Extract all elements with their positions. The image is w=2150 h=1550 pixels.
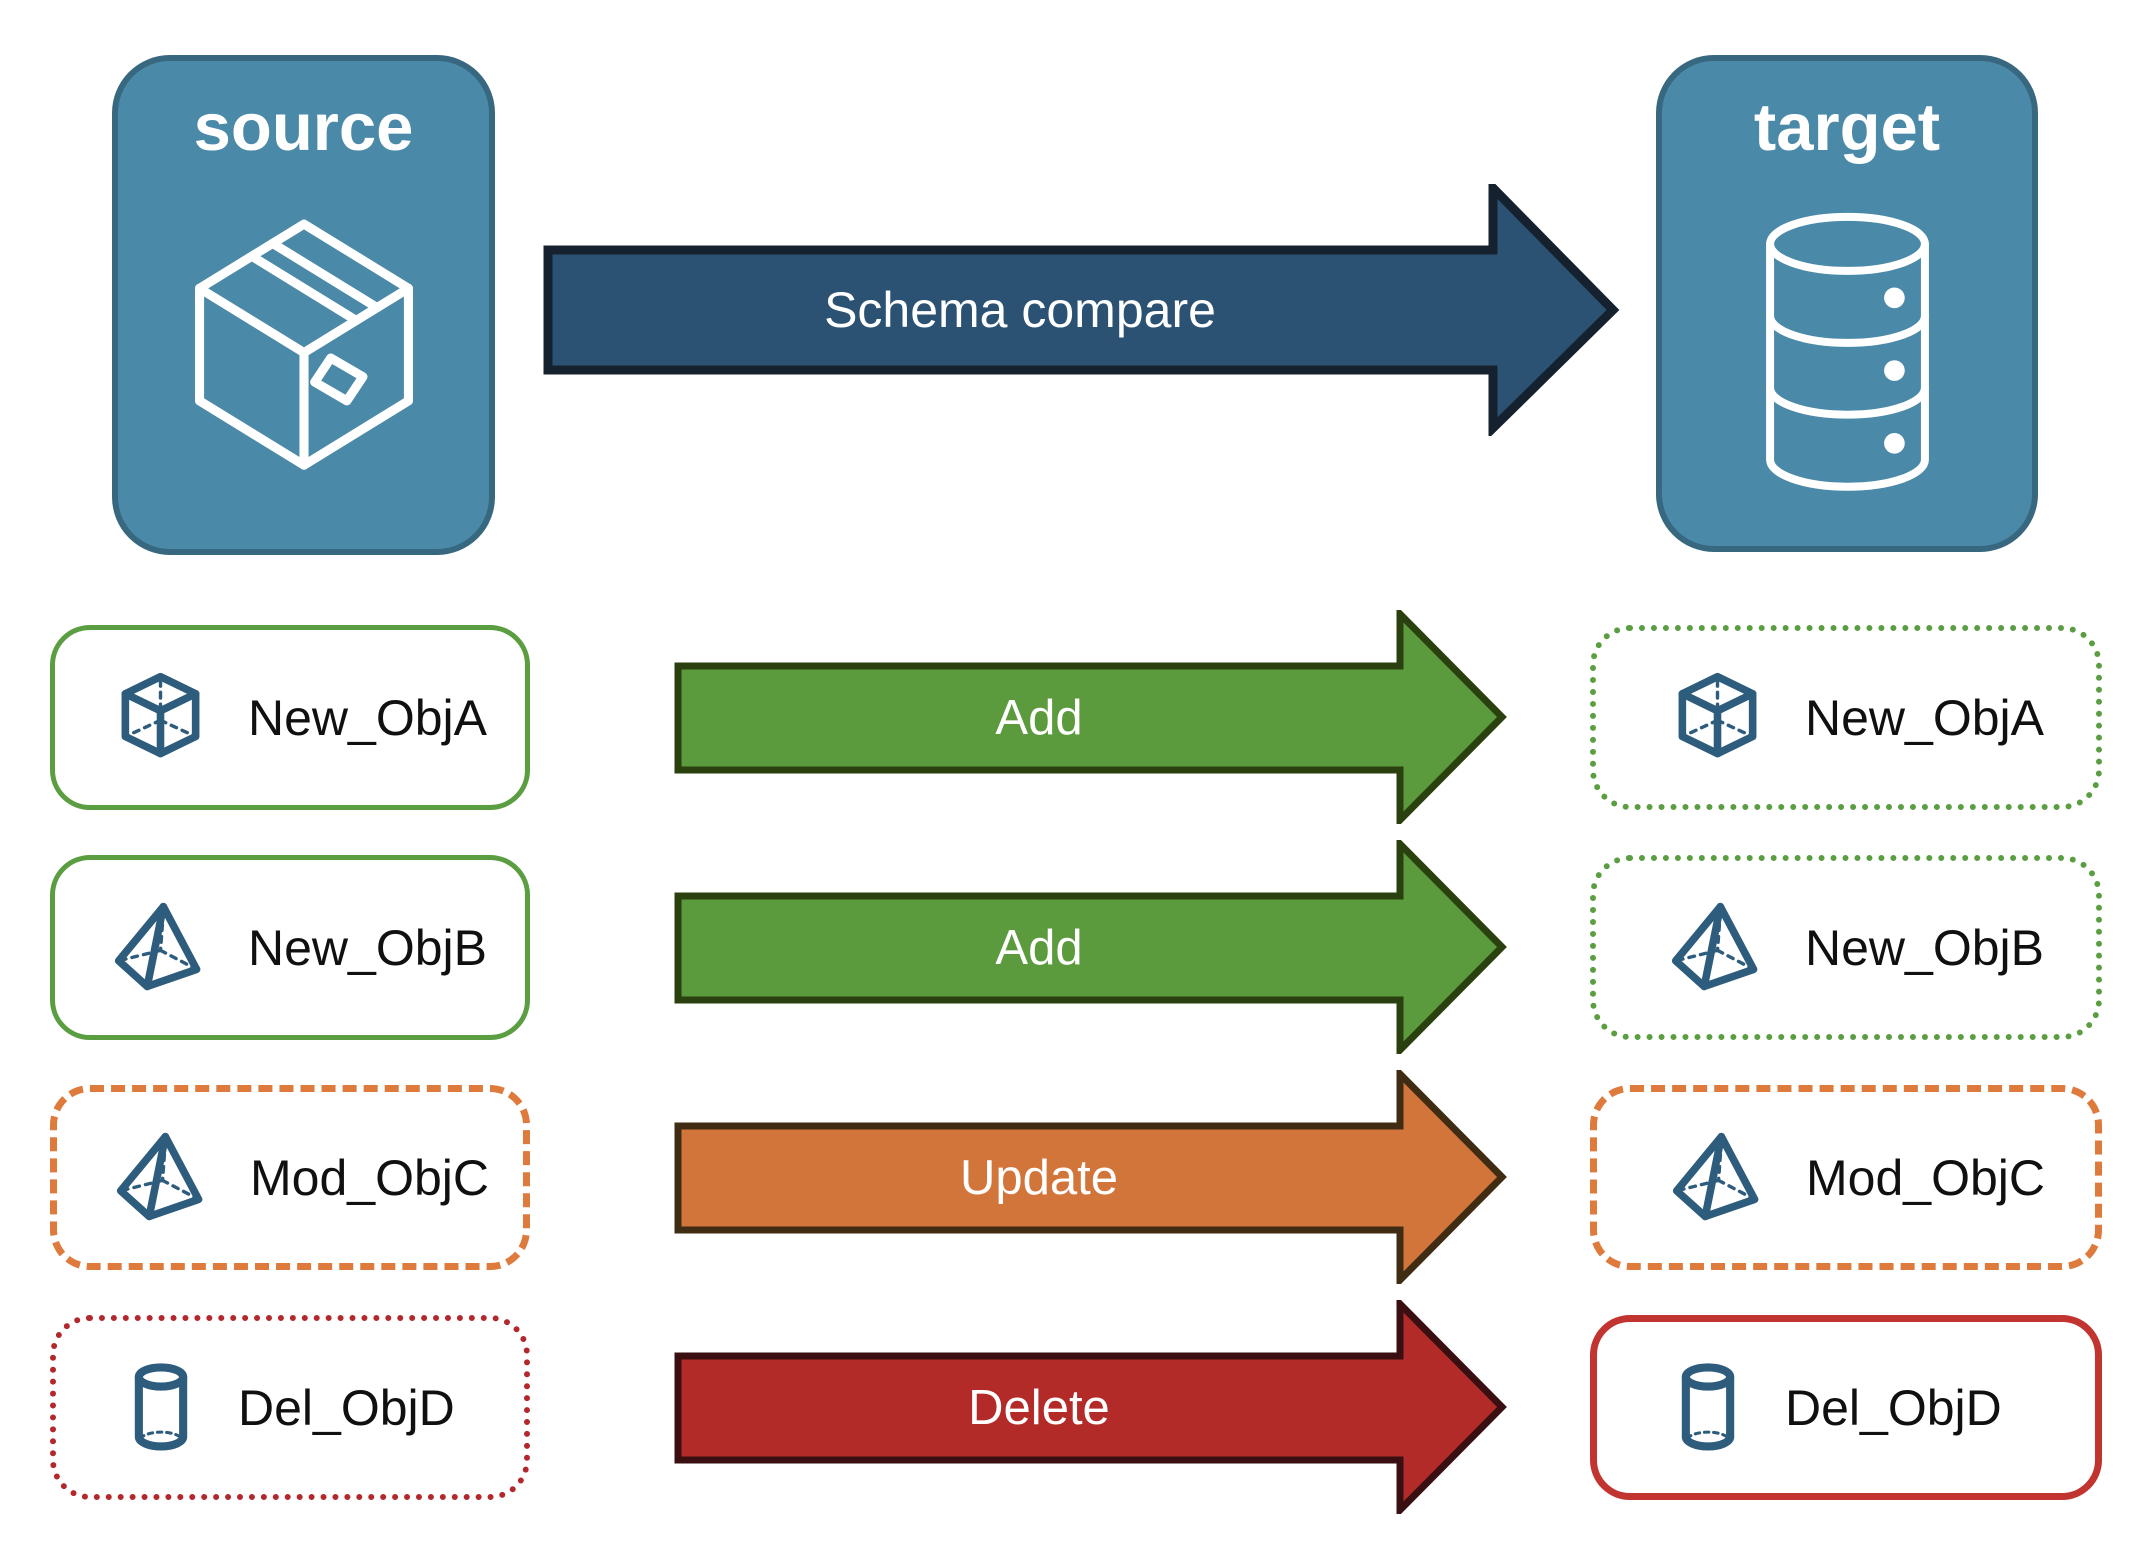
schema-compare-arrow: Schema compare (543, 184, 1620, 436)
target-object-box: Del_ObjD (1590, 1315, 2102, 1500)
cube-icon (1670, 670, 1765, 765)
pyramid-icon (1670, 900, 1765, 995)
source-panel-title: source (193, 90, 414, 165)
target-icon-wrap (1662, 166, 2032, 546)
delete-arrow: Delete (674, 1300, 1507, 1514)
source-object-box: Mod_ObjC (50, 1085, 530, 1270)
source-object-box: New_ObjA (50, 625, 530, 810)
package-icon (168, 208, 440, 508)
add-arrow: Add (674, 610, 1507, 824)
object-label: Del_ObjD (238, 1379, 455, 1436)
action-arrow-label: Delete (968, 1381, 1110, 1435)
source-icon-wrap (118, 166, 489, 549)
target-panel: target (1656, 55, 2038, 552)
target-panel-title: target (1753, 90, 1941, 165)
pyramid-icon (113, 900, 208, 995)
cube-icon (113, 670, 208, 765)
add-arrow: Add (674, 840, 1507, 1054)
database-icon (1730, 204, 1965, 509)
target-object-box: New_ObjB (1590, 855, 2102, 1040)
action-arrow-label: Update (960, 1151, 1118, 1205)
source-panel: source (112, 55, 495, 555)
pyramid-icon (115, 1130, 210, 1225)
object-label: New_ObjA (1805, 689, 2044, 746)
action-arrow-label: Add (995, 691, 1082, 745)
target-object-box: New_ObjA (1590, 625, 2102, 810)
update-arrow: Update (674, 1070, 1507, 1284)
schema-compare-label: Schema compare (824, 282, 1216, 338)
object-label: New_ObjB (1805, 919, 2044, 976)
object-label: New_ObjA (248, 689, 487, 746)
cylinder-icon (124, 1360, 198, 1456)
object-label: Del_ObjD (1785, 1379, 2002, 1436)
action-arrow-label: Add (995, 921, 1082, 975)
source-object-box: Del_ObjD (50, 1315, 530, 1500)
target-object-box: Mod_ObjC (1590, 1085, 2102, 1270)
object-label: New_ObjB (248, 919, 487, 976)
object-label: Mod_ObjC (1806, 1149, 2045, 1206)
source-object-box: New_ObjB (50, 855, 530, 1040)
cylinder-icon (1671, 1360, 1745, 1456)
object-label: Mod_ObjC (250, 1149, 489, 1206)
pyramid-icon (1671, 1130, 1766, 1225)
